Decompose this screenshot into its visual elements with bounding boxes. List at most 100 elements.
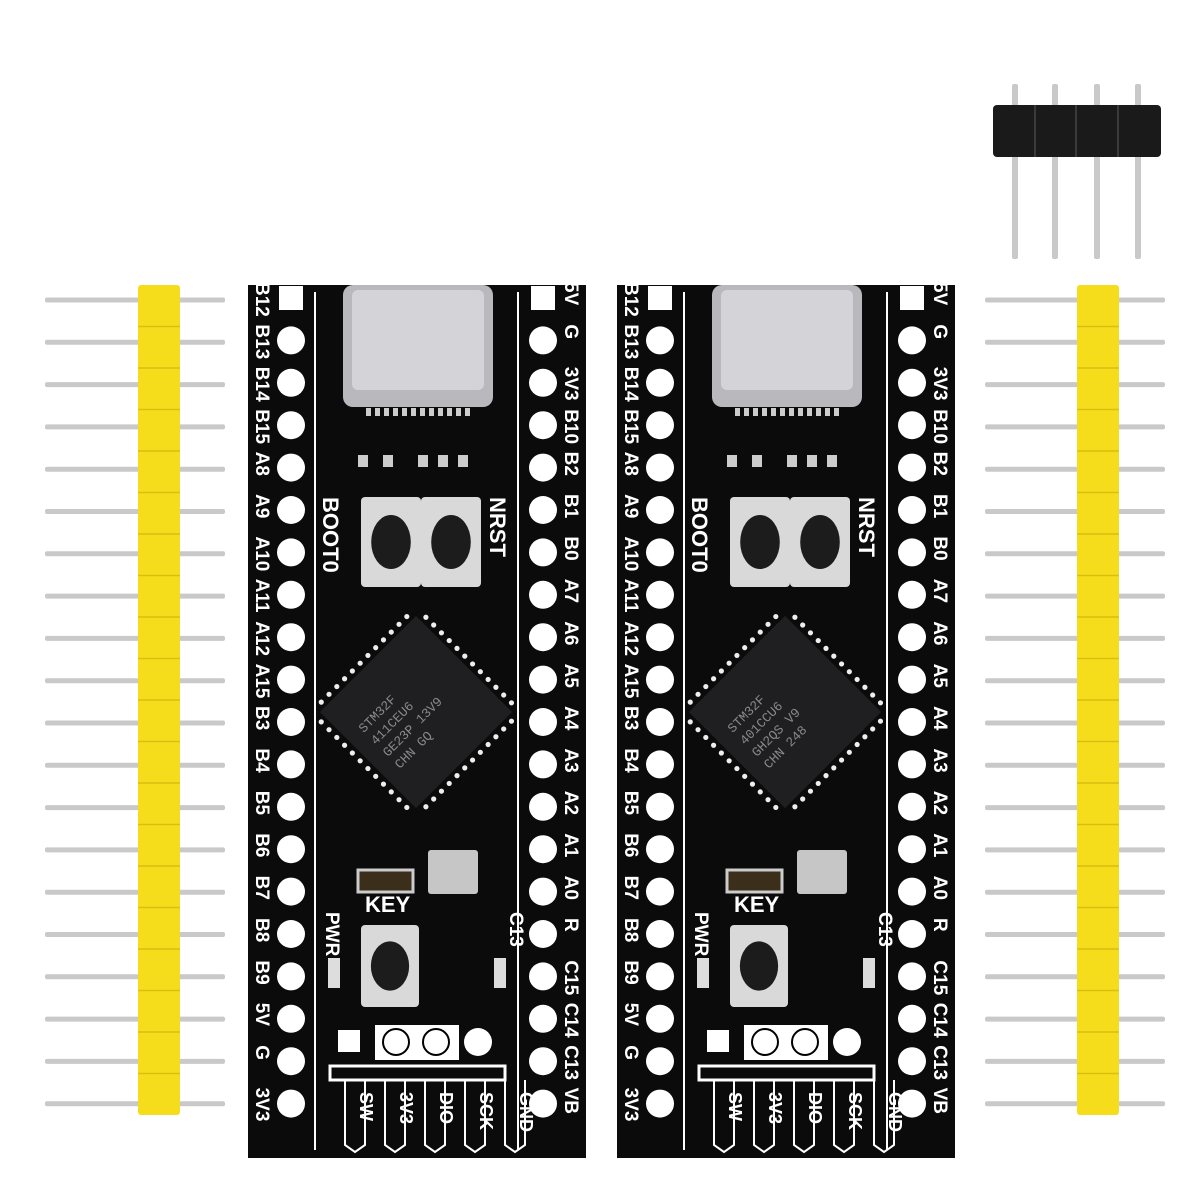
usb-contact <box>762 408 767 416</box>
usb-contact <box>825 408 830 416</box>
round-pad <box>277 1004 305 1033</box>
round-pad <box>529 1089 557 1118</box>
pin-label-left: A10 <box>620 536 641 571</box>
pin-label-left: G <box>251 1045 272 1060</box>
power-led <box>697 958 709 988</box>
header-pin <box>985 762 1165 768</box>
round-pad <box>529 496 557 524</box>
pin-label-left: A9 <box>251 494 272 518</box>
round-pad <box>277 835 305 864</box>
header-pin <box>45 424 225 430</box>
mcu-pin <box>846 749 852 755</box>
pin-label-right: A5 <box>929 664 950 689</box>
round-pad <box>646 750 674 779</box>
mcu-pin <box>373 773 379 779</box>
mcu-pin <box>718 750 724 756</box>
round-pad <box>646 411 674 440</box>
header-pin <box>45 382 225 388</box>
pin-label-left: B9 <box>620 960 641 984</box>
usb-contact <box>375 408 380 416</box>
mcu-pin <box>508 718 515 724</box>
mcu-pin <box>423 804 429 810</box>
mcu-pin <box>349 668 355 674</box>
header-pin <box>985 424 1165 430</box>
mcu-pin <box>349 750 355 756</box>
pin-label-left: A12 <box>620 621 641 656</box>
led-label: C13 <box>874 912 895 947</box>
mcu-pin <box>508 700 515 706</box>
round-pad <box>898 920 926 948</box>
mcu-pin <box>877 700 884 706</box>
pin-label-right: A2 <box>560 791 581 815</box>
round-pad <box>277 580 305 609</box>
pin-label-left: B8 <box>620 918 641 942</box>
mcu-pin <box>687 719 693 725</box>
swd-pad-square <box>707 1030 729 1052</box>
smd-component <box>358 455 368 467</box>
smd-component <box>458 455 468 467</box>
round-pad <box>898 708 926 736</box>
swd-label: SCK <box>845 1092 865 1130</box>
pin-label-right: G <box>560 324 581 339</box>
pin-label-right: A7 <box>560 579 581 603</box>
pin-label-right: A6 <box>929 621 950 645</box>
c13-led <box>494 958 506 988</box>
c13-led <box>863 958 875 988</box>
pin-label-right: A3 <box>560 748 581 772</box>
pin-label-left: A11 <box>620 579 641 613</box>
usb-contact <box>789 408 794 416</box>
mcu-pin <box>326 691 332 697</box>
pin-label-left: 5V <box>620 1003 641 1027</box>
round-pad <box>898 665 926 694</box>
pin-label-left: A8 <box>251 452 272 476</box>
pin-label-left: B12 <box>251 282 272 317</box>
round-pad <box>277 538 305 567</box>
pin-label-right: VB <box>929 1088 950 1114</box>
usb-contact <box>411 408 416 416</box>
pin-label-left: A12 <box>251 621 272 656</box>
pin-label-right: 5V <box>929 282 950 306</box>
header-pin <box>45 974 225 980</box>
round-pad <box>529 453 557 482</box>
round-pad <box>529 1047 557 1076</box>
usb-contact <box>429 408 434 416</box>
pin-label-left: A15 <box>620 664 641 699</box>
swd-pad <box>422 1028 450 1056</box>
mcu-pin <box>854 676 860 683</box>
usb-contact <box>798 408 803 416</box>
header-pin <box>45 720 225 726</box>
swd-label: SW <box>725 1092 745 1121</box>
pin-label-left: B6 <box>251 833 272 857</box>
swd-pad <box>382 1028 410 1056</box>
pin-label-right: A7 <box>929 579 950 603</box>
mcu-pin <box>765 621 771 627</box>
swd-label: 3V3 <box>765 1092 785 1124</box>
round-pad <box>646 665 674 694</box>
pin-label-right: C15 <box>929 960 950 995</box>
round-pad <box>898 877 926 906</box>
round-pad <box>898 411 926 440</box>
mcu-pin <box>757 629 763 635</box>
swd-pin-outline <box>793 1080 815 1154</box>
round-pad <box>646 835 674 864</box>
pin-label-left: 5V <box>251 1003 272 1027</box>
header-pin <box>45 847 225 853</box>
swd-label: SCK <box>476 1092 496 1130</box>
mcu-pin <box>454 645 460 651</box>
round-pad <box>529 665 557 694</box>
round-pad <box>277 368 305 397</box>
mcu-pin <box>388 789 394 795</box>
boot-label: BOOT0 <box>687 497 712 573</box>
key-label: KEY <box>734 892 780 917</box>
swd-label: GND <box>516 1092 536 1132</box>
mcu-pin <box>365 765 371 772</box>
mcu-pin <box>695 691 701 697</box>
mcu-pin <box>485 741 491 748</box>
mcu-pin <box>469 661 476 667</box>
boot-label: BOOT0 <box>318 497 343 573</box>
pin-label-left: G <box>620 1045 641 1060</box>
crystal <box>797 850 847 894</box>
round-pad <box>529 623 557 652</box>
header-pin <box>985 593 1165 599</box>
